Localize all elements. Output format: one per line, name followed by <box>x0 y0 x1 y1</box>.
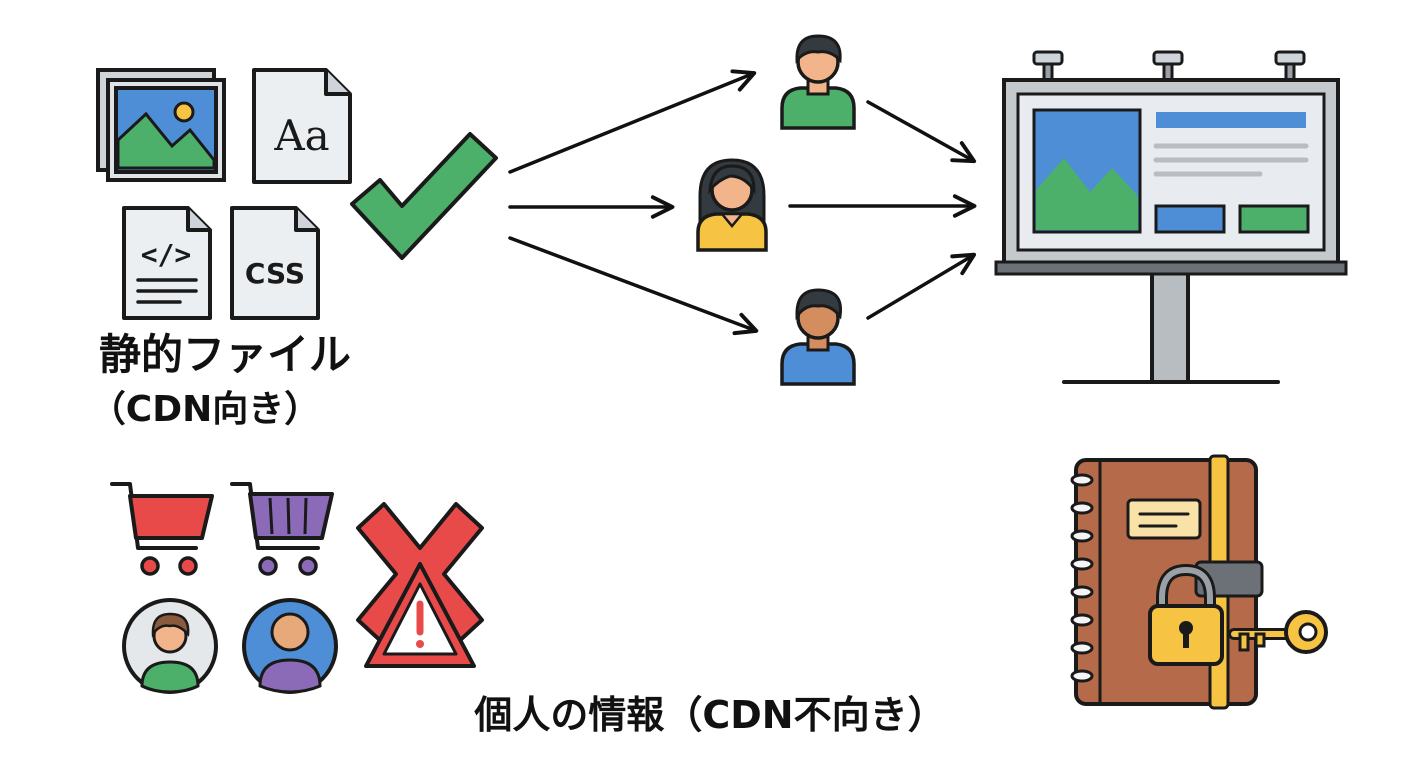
font-file-glyph: Aa <box>273 111 329 160</box>
cart-purple-icon <box>230 482 334 576</box>
cart-red-icon <box>110 482 214 576</box>
personal-info-title: 個人の情報（CDN不向き） <box>474 693 946 737</box>
static-files-subtitle: （CDN向き） <box>89 389 321 430</box>
key-icon <box>1228 610 1328 654</box>
notebook-rings <box>1070 473 1094 683</box>
css-file-glyph: CSS <box>245 257 305 290</box>
arrow-user-top-to-billboard <box>866 100 977 164</box>
font-file-icon: Aa <box>252 68 352 184</box>
distribution-arrows <box>508 69 977 336</box>
arrow-user-bottom-to-billboard <box>866 252 977 320</box>
user-green-icon <box>780 34 856 130</box>
warning-icon <box>356 502 484 668</box>
locked-notebook-icon <box>1070 454 1328 710</box>
check-mark-icon <box>350 132 498 260</box>
avatar-purple-icon <box>242 598 338 694</box>
user-blue-icon <box>780 288 856 386</box>
static-files-title: 静的ファイル <box>98 330 351 379</box>
code-file-icon: </> <box>122 206 212 320</box>
user-yellow-icon <box>696 158 768 252</box>
image-file-icon <box>96 68 226 182</box>
avatar-brown-icon <box>122 598 218 694</box>
css-file-icon: CSS <box>230 206 320 320</box>
billboard-icon <box>994 50 1348 384</box>
code-file-glyph: </> <box>141 238 192 271</box>
arrow-to-user-bottom <box>508 236 759 336</box>
billboard-lamps <box>1032 50 1306 82</box>
arrow-to-user-top <box>508 69 757 174</box>
